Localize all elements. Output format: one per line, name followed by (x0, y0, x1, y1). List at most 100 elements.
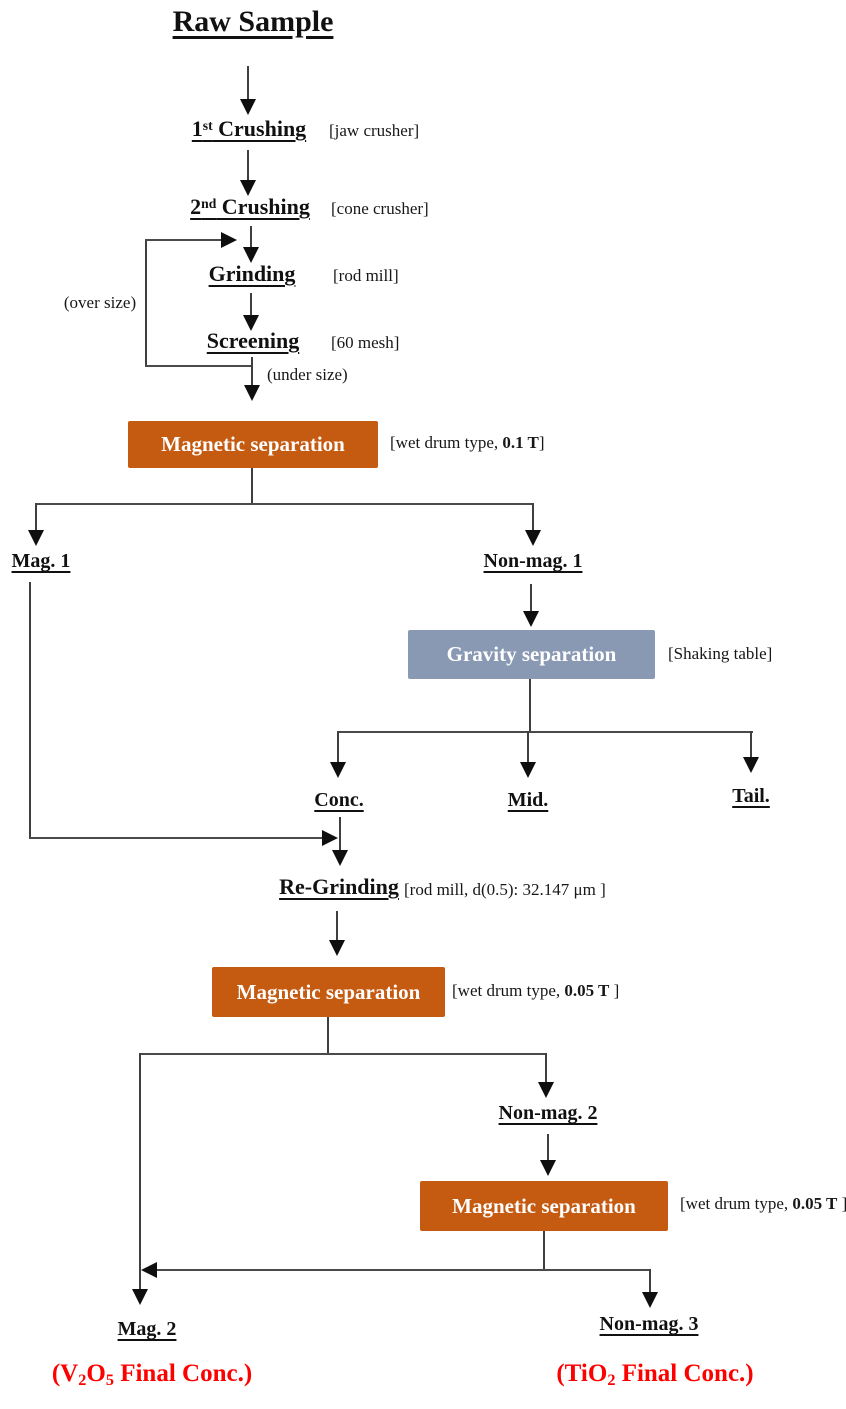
arrow-down-icon (538, 1082, 554, 1098)
arrow-left-icon (141, 1262, 157, 1278)
connector-line (247, 66, 249, 101)
connector-line (529, 679, 531, 733)
final-conc-v2o5: (V2O5 Final Conc.) (52, 1360, 252, 1390)
subscript: 2 (78, 1371, 87, 1390)
arrow-down-icon (132, 1289, 148, 1305)
arrow-down-icon (525, 530, 541, 546)
connector-line (247, 150, 249, 182)
output-conc: Conc. (314, 789, 364, 811)
subscript: 5 (105, 1371, 114, 1390)
process-box-magnetic-separation-2: Magnetic separation (212, 967, 445, 1017)
note-60-mesh: [60 mesh] (331, 333, 400, 352)
split-line (139, 1053, 547, 1055)
output-mag-2: Mag. 2 (117, 1318, 177, 1340)
step-grinding: Grinding (208, 261, 296, 286)
connector-line (532, 503, 534, 532)
arrow-down-icon (332, 850, 348, 866)
connector-line (530, 584, 532, 614)
mag1-path-line (29, 837, 323, 839)
step-screening: Screening (206, 328, 300, 353)
under-size-label: (under size) (267, 365, 348, 384)
page-title: Raw Sample (172, 5, 334, 38)
note-rod-mill: [rod mill] (333, 266, 399, 285)
arrow-down-icon (523, 611, 539, 627)
mag1-path-line (29, 582, 31, 839)
note-wet-drum-005t-b: [wet drum type, 0.05 T ] (680, 1194, 846, 1214)
final-text: (TiO (556, 1360, 608, 1387)
arrow-down-icon (244, 385, 260, 401)
arrow-right-icon (322, 830, 338, 846)
process-box-label: Magnetic separation (452, 1193, 636, 1218)
final-text: Final Conc.) (615, 1360, 754, 1387)
connector-line (545, 1053, 547, 1084)
recycle-loop-line (145, 239, 147, 367)
split-line (156, 1269, 651, 1271)
arrow-down-icon (240, 180, 256, 196)
connector-line (250, 226, 252, 249)
note-cone-crusher: [cone crusher] (331, 199, 429, 218)
note-wet-drum-01t: [wet drum type, 0.1 T] (390, 433, 545, 453)
arrow-down-icon (243, 247, 259, 263)
connector-line (337, 731, 339, 764)
process-box-label: Magnetic separation (236, 979, 421, 1004)
over-size-label: (over size) (63, 293, 137, 312)
output-non-mag-1: Non-mag. 1 (483, 550, 583, 572)
arrow-down-icon (540, 1160, 556, 1176)
connector-line (750, 731, 752, 759)
arrow-down-icon (520, 762, 536, 778)
note-text: ] (837, 1194, 846, 1213)
arrow-down-icon (642, 1292, 658, 1308)
process-box-gravity-separation: Gravity separation (408, 630, 655, 679)
step-re-grinding: Re-Grinding (279, 874, 399, 899)
connector-line (327, 1017, 329, 1055)
step-label: Crushing (212, 116, 307, 141)
arrow-down-icon (330, 762, 346, 778)
note-text: [wet drum type, (680, 1194, 793, 1213)
arrow-down-icon (329, 940, 345, 956)
final-text: (V (51, 1360, 79, 1387)
connector-line (543, 1231, 545, 1271)
arrow-down-icon (243, 315, 259, 331)
note-shaking-table: [Shaking table] (668, 644, 773, 663)
note-text: ] (609, 981, 620, 1000)
step-second-crushing: 2nd Crushing (190, 194, 310, 220)
final-text: Final Conc.) (113, 1360, 253, 1387)
output-tail: Tail. (732, 785, 770, 807)
subscript: 2 (607, 1371, 616, 1390)
note-jaw-crusher: [jaw crusher] (329, 121, 420, 140)
connector-line (35, 503, 37, 532)
step-label: 2 (190, 194, 202, 219)
process-box-label: Gravity separation (446, 642, 617, 666)
split-line (35, 503, 534, 505)
step-label: 1 (191, 116, 203, 141)
note-bold-value: 0.05 T (564, 981, 610, 1000)
arrow-down-icon (28, 530, 44, 546)
mag2-path-line (139, 1053, 141, 1291)
final-text: O (86, 1360, 106, 1387)
connector-line (547, 1134, 549, 1162)
step-first-crushing: 1st Crushing (192, 116, 306, 142)
connector-line (649, 1269, 651, 1295)
recycle-loop-line (145, 239, 221, 241)
ordinal-suffix: nd (201, 195, 217, 211)
note-regrind-rod-mill: [rod mill, d(0.5): 32.147 μm ] (404, 880, 606, 899)
split-line (337, 731, 753, 733)
connector-line (251, 468, 253, 504)
note-wet-drum-005t-a: [wet drum type, 0.05 T ] (452, 981, 619, 1001)
final-conc-tio2: (TiO2 Final Conc.) (556, 1360, 753, 1390)
note-text: ] (538, 433, 545, 452)
process-box-label: Magnetic separation (161, 432, 345, 456)
process-box-magnetic-separation-3: Magnetic separation (420, 1181, 668, 1231)
connector-line (527, 731, 529, 764)
recycle-loop-line (145, 365, 253, 367)
output-mag-1: Mag. 1 (11, 550, 71, 572)
arrow-right-icon (221, 232, 237, 248)
output-mid: Mid. (507, 789, 549, 811)
note-bold-value: 0.1 T (502, 433, 539, 452)
output-non-mag-2: Non-mag. 2 (498, 1102, 598, 1124)
arrow-down-icon (743, 757, 759, 773)
note-text: [wet drum type, (452, 981, 565, 1000)
step-label: Crushing (216, 194, 310, 219)
connector-line (250, 293, 252, 317)
